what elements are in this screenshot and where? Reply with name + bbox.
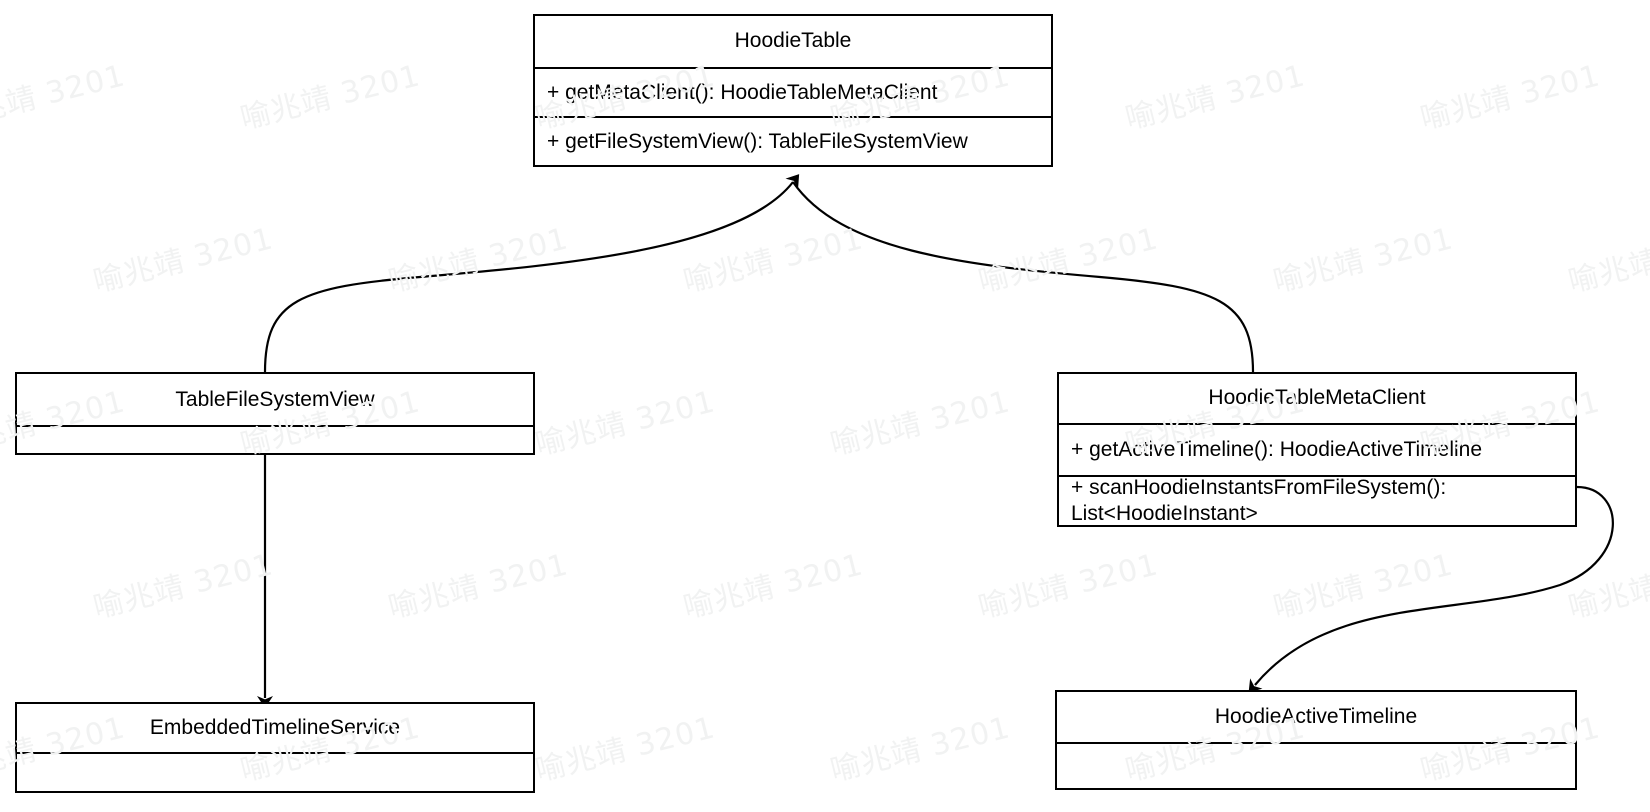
class-member: + getMetaClient(): HoodieTableMetaClient: [547, 80, 938, 104]
uml-class-embedded-timeline-service[interactable]: EmbeddedTimelineService: [15, 702, 535, 793]
class-title-embedded-timeline-service: EmbeddedTimelineService: [149, 715, 401, 739]
class-title-hoodie-table-meta-client: HoodieTableMetaClient: [1208, 386, 1426, 410]
class-methods-compartment: + getActiveTimeline(): HoodieActiveTimel…: [1059, 422, 1575, 475]
class-empty-compartment: [17, 751, 533, 791]
class-empty-compartment: [1057, 742, 1575, 788]
uml-class-hoodie-table[interactable]: HoodieTable + getMetaClient(): HoodieTab…: [533, 14, 1053, 167]
edge-tablefilesystemview-to-hoodietable: [263, 174, 800, 373]
class-member: + getActiveTimeline(): HoodieActiveTimel…: [1071, 438, 1483, 462]
class-member: + scanHoodieInstantsFromFileSystem(): Li…: [1071, 476, 1447, 525]
class-empty-compartment: [17, 425, 533, 453]
uml-class-table-file-system-view[interactable]: TableFileSystemView: [15, 372, 535, 455]
class-title-hoodie-table: HoodieTable: [734, 29, 852, 53]
class-methods-compartment: + getFileSystemView(): TableFileSystemVi…: [535, 116, 1051, 165]
uml-class-hoodie-active-timeline[interactable]: HoodieActiveTimeline: [1055, 690, 1577, 790]
class-methods-compartment: + getMetaClient(): HoodieTableMetaClient: [535, 66, 1051, 117]
class-methods-compartment: + scanHoodieInstantsFromFileSystem(): Li…: [1059, 475, 1575, 525]
edge-hoodietablemetaclient-to-hoodieactivetimeline: [1248, 485, 1614, 693]
class-member: + getFileSystemView(): TableFileSystemVi…: [547, 129, 968, 153]
edge-hoodietablemetaclient-to-hoodietable: [792, 181, 1255, 373]
class-title-table-file-system-view: TableFileSystemView: [175, 387, 375, 411]
uml-class-hoodie-table-meta-client[interactable]: HoodieTableMetaClient + getActiveTimelin…: [1057, 372, 1577, 527]
class-title-hoodie-active-timeline: HoodieActiveTimeline: [1214, 705, 1418, 729]
